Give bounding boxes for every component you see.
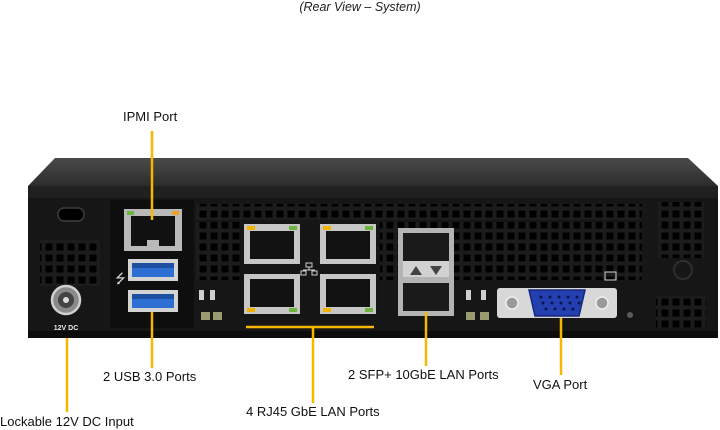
usb-ports: ⭍ (115, 259, 178, 312)
diagram-caption: (Rear View – System) (299, 0, 421, 14)
power-button (673, 260, 693, 280)
label-power-input: Lockable 12V DC Input (0, 414, 134, 429)
rj45-port-4 (320, 274, 376, 314)
callout-lines (65, 131, 563, 412)
kensington-lock-slot (57, 207, 85, 222)
led-left-3 (201, 312, 210, 320)
led-left-1 (199, 290, 204, 300)
network-icon (300, 262, 318, 276)
led-left-2 (210, 290, 215, 300)
led-right-2 (481, 290, 486, 300)
usb-symbol-icon: ⭍ (115, 271, 126, 286)
label-vga-port: VGA Port (533, 377, 588, 392)
rj45-port-3 (244, 274, 300, 314)
rj45-port-1 (244, 224, 300, 264)
led-right-1 (466, 290, 471, 300)
monitor-icon (604, 271, 617, 281)
ground-screw (627, 312, 633, 318)
sfp-port-top (403, 233, 449, 261)
power-jack: 12V DC (50, 284, 82, 332)
led-right-3 (466, 312, 475, 320)
label-ipmi-port: IPMI Port (123, 109, 178, 124)
vent-grid-right-lower (656, 296, 706, 328)
vent-grid-left (40, 240, 100, 286)
rj45-port-2 (320, 224, 376, 264)
led-left-4 (213, 312, 222, 320)
sfp-arrow-icon-1 (410, 266, 422, 275)
led-right-4 (480, 312, 489, 320)
vent-grid-top-main (196, 204, 642, 220)
vga-port (497, 288, 617, 318)
label-sfp-ports: 2 SFP+ 10GbE LAN Ports (348, 367, 499, 382)
label-usb-ports: 2 USB 3.0 Ports (103, 369, 197, 384)
sfp-port-bottom (403, 283, 449, 311)
chassis-top-panel (28, 158, 718, 186)
power-jack-label: 12V DC (54, 325, 79, 332)
sfp-ports (398, 228, 454, 316)
vent-grid-right-upper (658, 202, 704, 258)
label-rj45-ports: 4 RJ45 GbE LAN Ports (246, 404, 380, 419)
sfp-arrow-icon-2 (430, 266, 442, 275)
